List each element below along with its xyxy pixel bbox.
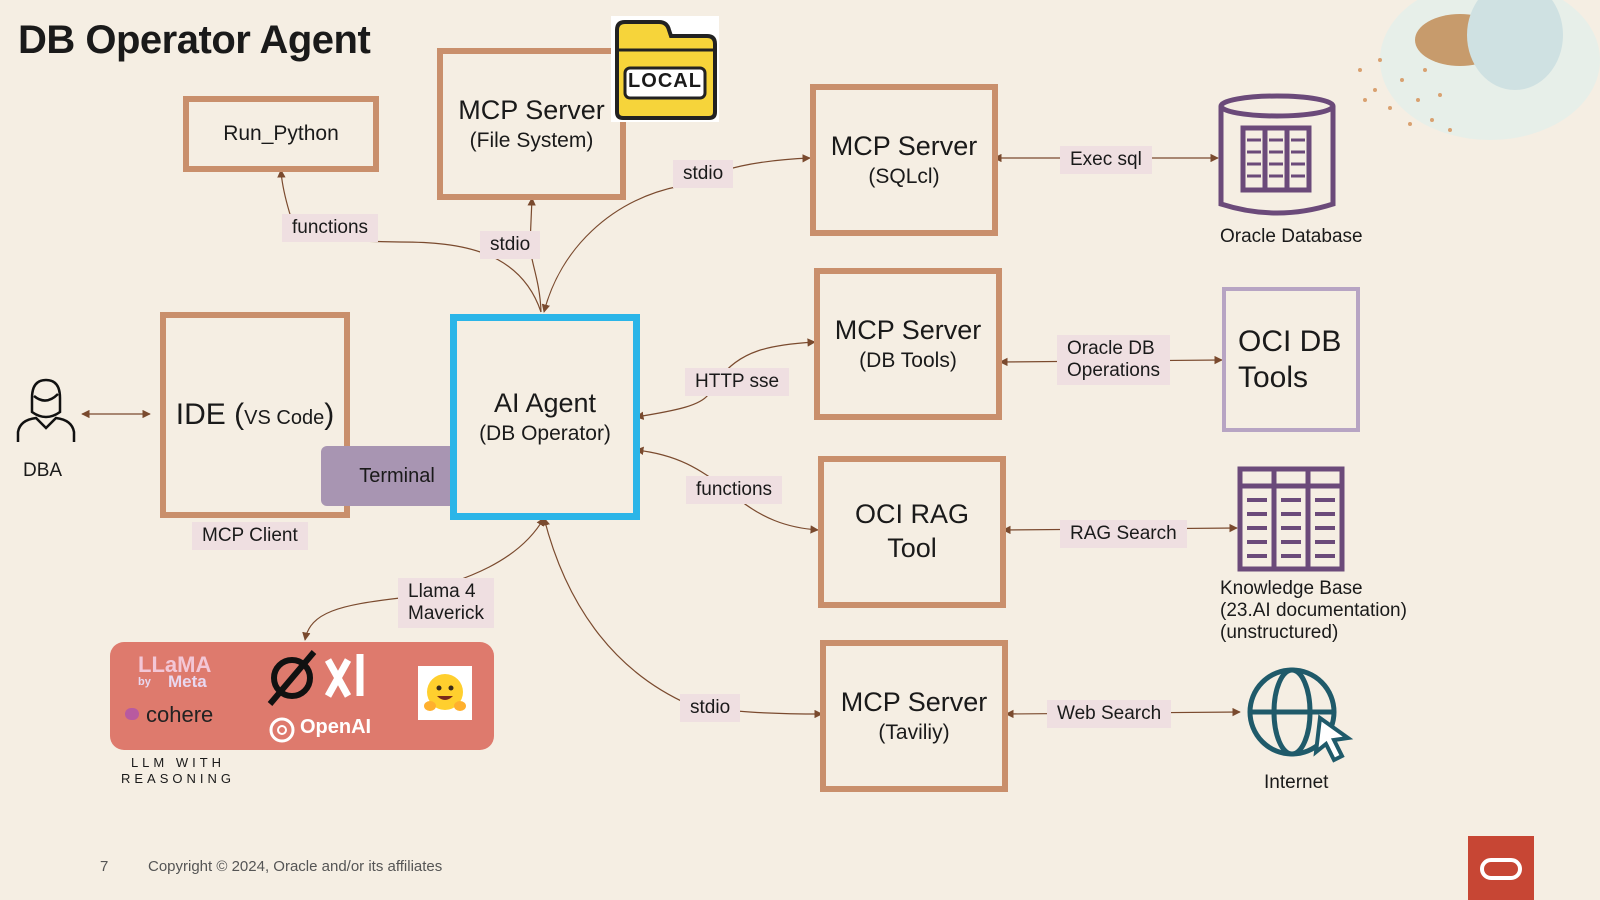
edge-label-stdio-taviliy: stdio (680, 694, 741, 722)
decorative-art (1358, 0, 1600, 140)
local-folder-icon: LOCAL (611, 16, 719, 122)
dba-label: DBA (23, 460, 63, 481)
mcp-dbtools-subtitle: (DB Tools) (859, 348, 957, 372)
globe-icon (1247, 667, 1354, 763)
edge-label-functions-python: functions (282, 214, 379, 242)
oci-db-tools-line2: Tools (1238, 360, 1309, 394)
edge-agent-runpython (277, 169, 542, 313)
llama-by-text: by (138, 676, 151, 688)
ide-title: IDE (VS Code) (176, 398, 334, 432)
oci-rag-line1: OCI RAG (854, 499, 969, 530)
edge-label-oracle-db-ops-line1: Oracle DB (1067, 338, 1155, 359)
mcp-taviliy-title: MCP Server (840, 687, 988, 717)
knowledge-base-label: Knowledge Base (23.AI documentation) (un… (1220, 578, 1407, 644)
oci-db-tools-box: OCI DB Tools (1222, 287, 1360, 432)
mcp-filesystem-subtitle: (File System) (469, 128, 594, 152)
ide-title-sub: VS Code (244, 407, 325, 429)
edge-label-web-search: Web Search (1047, 700, 1172, 728)
mcp-filesystem-title: MCP Server (458, 95, 605, 125)
edge-label-http-sse: HTTP sse (685, 368, 790, 396)
oci-db-tools-line1: OCI DB (1238, 324, 1342, 358)
edge-label-functions-rag: functions (686, 476, 783, 504)
llm-caption-line1: LLM WITH (130, 755, 226, 770)
database-icon (1218, 93, 1336, 216)
edge-label-oracle-db-ops: Oracle DB Operations (1057, 335, 1170, 385)
llama-logo-text: LLaMA (138, 652, 212, 677)
ide-title-close: ) (324, 398, 335, 431)
run-python-box: Run_Python (183, 96, 379, 172)
knowledge-base-line3: (unstructured) (1220, 621, 1339, 643)
ai-agent-subtitle: (DB Operator) (479, 421, 611, 445)
knowledge-base-line2: (23.AI documentation) (1220, 599, 1407, 621)
cursor-icon (1313, 714, 1354, 763)
openai-logo-text: OpenAI (300, 716, 372, 738)
mcp-taviliy-subtitle: (Taviliy) (878, 720, 950, 744)
ai-agent-box: AI Agent (DB Operator) (450, 314, 640, 520)
mcp-sqlcl-subtitle: (SQLcl) (868, 164, 940, 188)
ide-box: IDE (VS Code) (160, 312, 350, 518)
knowledge-base-line1: Knowledge Base (1220, 578, 1363, 599)
page-number: 7 (100, 858, 109, 875)
ide-title-main: IDE ( (175, 398, 245, 431)
edge-label-rag-search: RAG Search (1060, 520, 1187, 548)
cohere-logo-text: cohere (146, 702, 214, 727)
perplexity-xai-logo-icon (267, 650, 364, 706)
oci-rag-box: OCI RAG Tool (818, 456, 1006, 608)
mcp-dbtools-box: MCP Server (DB Tools) (814, 268, 1002, 420)
knowledge-base-icon (1237, 466, 1345, 572)
edge-label-llama-line2: Maverick (408, 602, 485, 624)
edge-label-oracle-db-ops-line2: Operations (1067, 359, 1160, 381)
terminal-label: Terminal (359, 464, 435, 487)
oci-rag-line2: Tool (887, 533, 937, 563)
openai-knot-icon (269, 717, 295, 743)
run-python-label: Run_Python (223, 121, 339, 145)
oracle-logo-badge (1468, 836, 1534, 900)
llm-caption: LLM WITH REASONING (108, 755, 248, 788)
local-badge-text: LOCAL (628, 70, 702, 92)
cohere-mark-icon (125, 708, 139, 720)
mcp-filesystem-box: MCP Server (File System) (437, 48, 626, 200)
hugging-face-icon (418, 666, 472, 720)
page-title: DB Operator Agent (18, 18, 371, 62)
edge-label-stdio-sqlcl: stdio (673, 160, 734, 188)
meta-logo-text: Meta (168, 672, 207, 691)
edge-label-stdio-fs: stdio (480, 231, 541, 259)
internet-label: Internet (1264, 772, 1329, 793)
mcp-sqlcl-title: MCP Server (830, 131, 978, 161)
edge-label-llama: Llama 4 Maverick (398, 578, 495, 628)
mcp-client-label: MCP Client (192, 522, 308, 550)
llm-caption-line2: REASONING (120, 771, 235, 787)
ai-agent-title: AI Agent (493, 388, 597, 418)
terminal-block: Terminal (321, 446, 473, 506)
edge-label-exec-sql: Exec sql (1060, 146, 1152, 174)
dba-person-icon (16, 378, 76, 442)
mcp-dbtools-title: MCP Server (834, 315, 982, 345)
oracle-logo-icon (1480, 858, 1522, 880)
edge-label-llama-line1: Llama 4 (408, 581, 476, 602)
copyright-text: Copyright © 2024, Oracle and/or its affi… (148, 858, 443, 875)
edge-agent-taviliy (541, 517, 823, 719)
oracle-database-label: Oracle Database (1220, 226, 1363, 247)
mcp-taviliy-box: MCP Server (Taviliy) (820, 640, 1008, 792)
llm-providers-panel: LLaMA by Meta cohere OpenAI (110, 642, 494, 750)
mcp-sqlcl-box: MCP Server (SQLcl) (810, 84, 998, 236)
